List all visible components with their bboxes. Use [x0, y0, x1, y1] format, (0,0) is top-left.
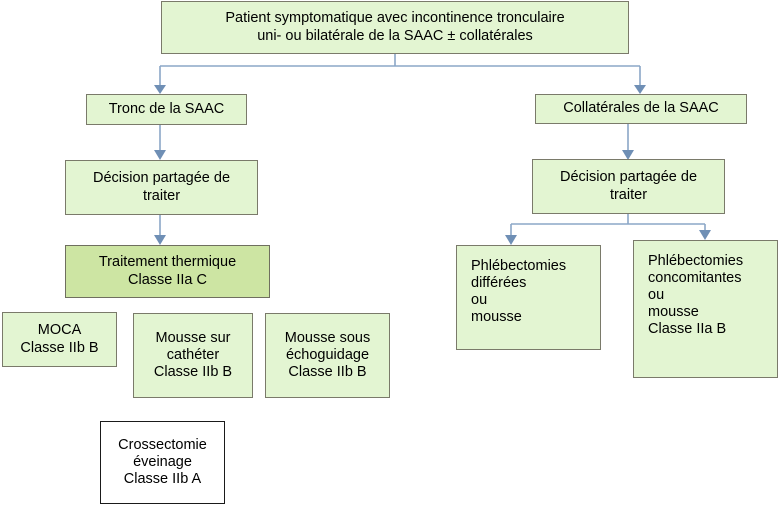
node-tronc-de-la-saac: Tronc de la SAAC — [86, 94, 247, 125]
node-mousse-sous-echoguidage: Mousse sous échoguidage Classe IIb B — [265, 313, 390, 398]
arrowhead-to-phlebectomies-differees — [505, 235, 517, 245]
node-crossectomie-eveinage: Crossectomie éveinage Classe IIb A — [100, 421, 225, 504]
node-mousse-sur-catheter: Mousse sur cathéter Classe IIb B — [133, 313, 253, 398]
edge-decision-right-split — [510, 214, 706, 236]
node-collaterales-de-la-saac: Collatérales de la SAAC — [535, 94, 747, 124]
arrowhead-root-to-collaterales — [634, 85, 646, 94]
node-traitement-thermique: Traitement thermique Classe IIa C — [65, 245, 270, 298]
arrowhead-decision-traitement — [154, 235, 166, 245]
node-moca: MOCA Classe IIb B — [2, 312, 117, 367]
node-decision-partagee-droite: Décision partagée de traiter — [532, 159, 725, 214]
node-root-patient-symptomatique: Patient symptomatique avec incontinence … — [161, 1, 629, 54]
arrowhead-root-to-tronc — [154, 85, 166, 94]
arrowhead-tronc-decision — [154, 150, 166, 160]
arrowhead-to-phlebectomies-concomitantes — [699, 230, 711, 240]
node-phlebectomies-differees: Phlébectomies différées ou mousse — [456, 245, 601, 350]
node-decision-partagee-gauche: Décision partagée de traiter — [65, 160, 258, 215]
node-phlebectomies-concomitantes: Phlébectomies concomitantes ou mousse Cl… — [633, 240, 778, 378]
edge-root-split — [159, 54, 641, 86]
